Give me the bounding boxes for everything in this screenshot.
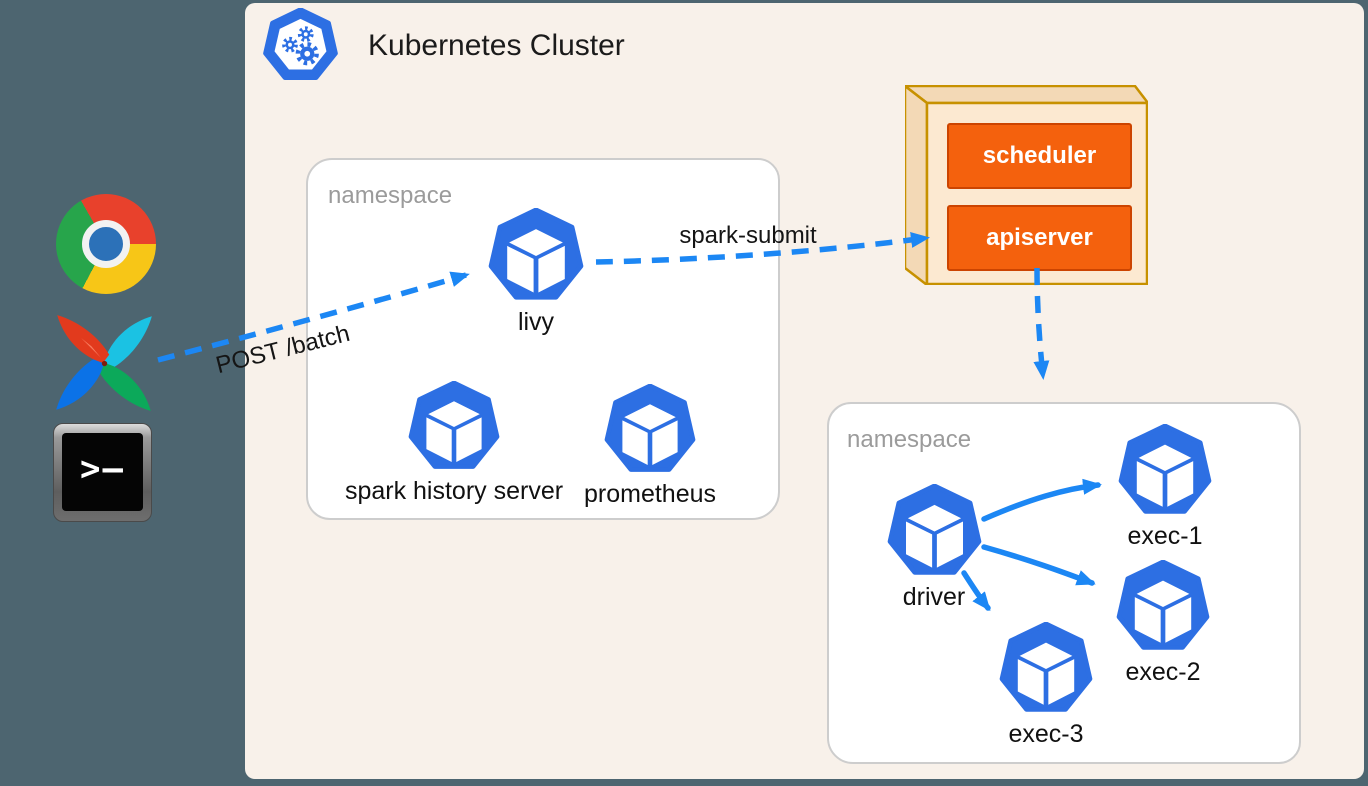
chrome-icon — [56, 194, 156, 294]
namespace-label-2: namespace — [847, 426, 972, 453]
pod-icon — [1118, 424, 1212, 518]
pod-label: livy — [517, 308, 555, 336]
pod-label: exec-1 — [1127, 522, 1203, 550]
namespace-label-1: namespace — [328, 182, 453, 209]
pod-label: spark history server — [344, 477, 564, 505]
pod-label: prometheus — [583, 480, 717, 508]
scheduler-component: scheduler — [947, 123, 1132, 189]
pod-label: driver — [902, 583, 966, 611]
pod-icon — [999, 622, 1093, 716]
terminal-prompt: >– — [80, 449, 125, 489]
apiserver-component: apiserver — [947, 205, 1132, 271]
pod-livy: livy — [406, 208, 666, 335]
pod-icon — [408, 381, 500, 473]
terminal-screen: >– — [62, 433, 143, 511]
page-title: Kubernetes Cluster — [368, 29, 625, 62]
chrome-icon-hub — [82, 220, 130, 268]
pod-icon — [887, 484, 982, 579]
pod-icon — [604, 384, 696, 476]
pod-label: exec-3 — [1008, 720, 1084, 748]
pod-driver: driver — [804, 484, 1064, 610]
pod-exec-3: exec-3 — [916, 622, 1176, 747]
pod-icon — [488, 208, 584, 304]
airflow-icon — [56, 315, 152, 411]
pod-spark-history-server: spark history server — [324, 381, 584, 504]
pod-exec-2: exec-2 — [1033, 560, 1293, 685]
kubernetes-logo-icon — [263, 8, 338, 80]
pod-prometheus: prometheus — [520, 384, 780, 507]
pod-label: exec-2 — [1125, 658, 1201, 686]
terminal-icon: >– — [53, 423, 152, 522]
edge-label-spark-submit: spark-submit — [679, 222, 817, 249]
pod-exec-1: exec-1 — [1035, 424, 1295, 549]
